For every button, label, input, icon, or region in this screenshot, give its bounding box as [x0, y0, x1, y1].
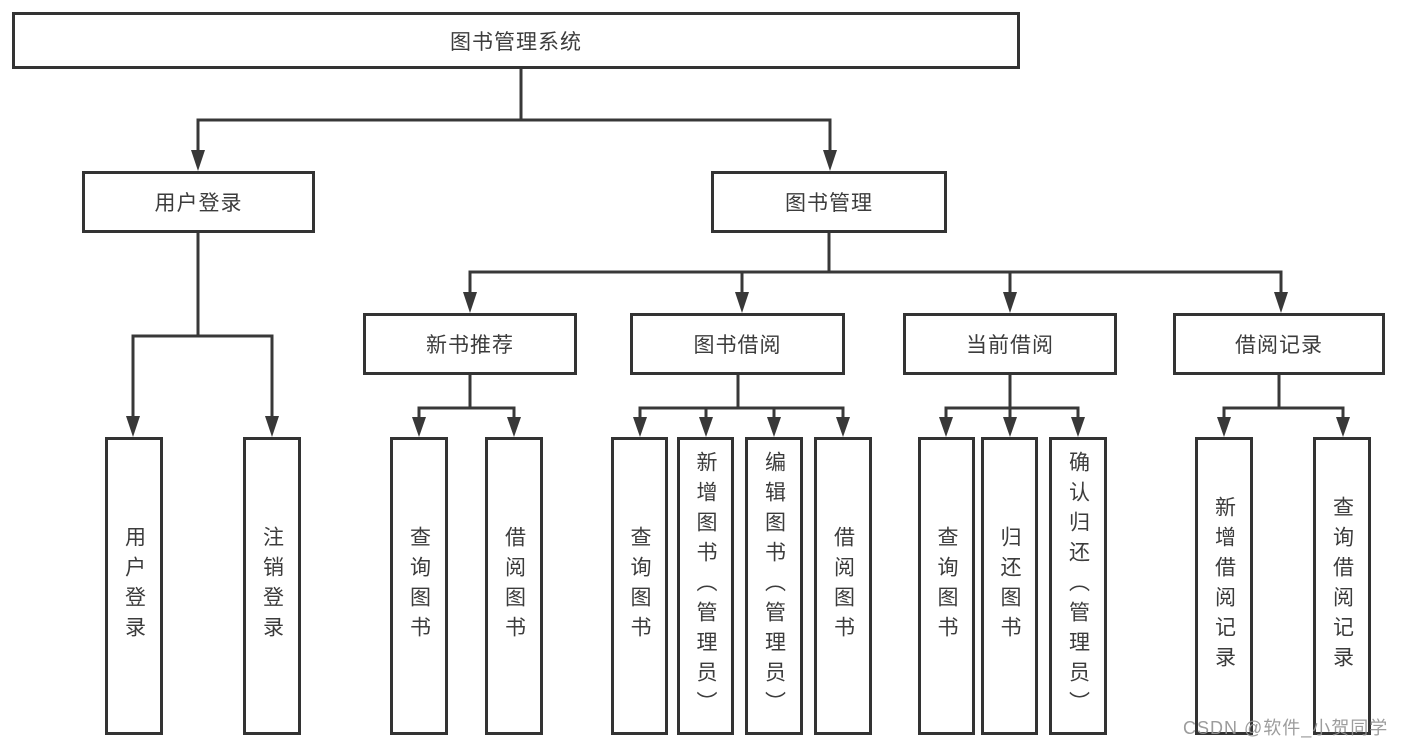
arrow-down-icon — [1071, 417, 1085, 437]
leaf-query-books-current: 查询图书 — [918, 437, 975, 735]
node-label: 借阅图书 — [831, 526, 855, 646]
node-label: 新增图书（管理员） — [694, 451, 717, 721]
arrow-down-icon — [699, 417, 713, 437]
node-borrow-records: 借阅记录 — [1173, 313, 1385, 375]
node-library-management-system: 图书管理系统 — [12, 12, 1020, 69]
node-label: 图书借阅 — [693, 334, 782, 357]
arrow-down-icon — [1274, 292, 1288, 313]
leaf-add-borrow-record: 新增借阅记录 — [1195, 437, 1253, 735]
leaf-query-borrow-record: 查询借阅记录 — [1313, 437, 1371, 735]
leaf-add-books-admin: 新增图书（管理员） — [677, 437, 734, 735]
node-label: 编辑图书（管理员） — [762, 451, 786, 721]
node-label: 用户登录 — [122, 526, 146, 646]
leaf-user-login: 用户登录 — [105, 437, 163, 735]
node-label: 新书推荐 — [426, 334, 514, 357]
arrow-down-icon — [1217, 417, 1231, 437]
node-label: 图书管理 — [785, 192, 873, 215]
node-label: 注销登录 — [260, 526, 284, 646]
arrow-down-icon — [1003, 417, 1017, 437]
arrow-down-icon — [265, 416, 279, 437]
node-label: 借阅图书 — [502, 526, 526, 646]
leaf-logout: 注销登录 — [243, 437, 301, 735]
arrow-down-icon — [1003, 292, 1017, 313]
node-label: 确认归还（管理员） — [1066, 451, 1090, 721]
node-label: 查询图书 — [407, 526, 431, 646]
arrow-down-icon — [191, 150, 205, 171]
connector-root-to-level2 — [191, 67, 837, 171]
leaf-confirm-return-admin: 确认归还（管理员） — [1049, 437, 1107, 735]
arrow-down-icon — [767, 417, 781, 437]
connector-new-books-children — [412, 373, 521, 437]
arrow-down-icon — [823, 150, 837, 171]
arrow-down-icon — [126, 416, 140, 437]
node-new-book-recommend: 新书推荐 — [363, 313, 577, 375]
node-label: 用户登录 — [154, 192, 243, 215]
node-label: 查询借阅记录 — [1330, 496, 1354, 676]
node-label: 新增借阅记录 — [1212, 496, 1236, 676]
arrow-down-icon — [1336, 417, 1350, 437]
leaf-borrow-books: 借阅图书 — [814, 437, 872, 735]
leaf-query-books-recommend: 查询图书 — [390, 437, 448, 735]
connector-user-login-children — [126, 231, 279, 437]
arrow-down-icon — [507, 417, 521, 437]
arrow-down-icon — [412, 417, 426, 437]
node-book-management: 图书管理 — [711, 171, 947, 233]
arrow-down-icon — [633, 417, 647, 437]
connector-current-borrow-children — [939, 373, 1085, 437]
leaf-query-books-borrow: 查询图书 — [611, 437, 668, 735]
connector-book-borrow-children — [633, 373, 850, 437]
leaf-return-books: 归还图书 — [981, 437, 1038, 735]
node-label: 查询图书 — [935, 526, 958, 646]
leaf-borrow-books-recommend: 借阅图书 — [485, 437, 543, 735]
csdn-watermark: CSDN @软件_小贺同学 — [1183, 718, 1389, 738]
node-label: 当前借阅 — [966, 334, 1054, 357]
node-label: 归还图书 — [998, 526, 1021, 646]
arrow-down-icon — [836, 417, 850, 437]
node-label: 查询图书 — [628, 526, 651, 646]
leaf-edit-books-admin: 编辑图书（管理员） — [745, 437, 803, 735]
connector-book-mgmt-to-level3 — [463, 231, 1288, 313]
node-current-borrow: 当前借阅 — [903, 313, 1117, 375]
node-user-login: 用户登录 — [82, 171, 315, 233]
arrow-down-icon — [463, 292, 477, 313]
node-book-borrow: 图书借阅 — [630, 313, 845, 375]
connector-borrow-records-children — [1217, 373, 1350, 437]
node-label: 借阅记录 — [1235, 334, 1323, 357]
arrow-down-icon — [735, 292, 749, 313]
node-label: 图书管理系统 — [450, 30, 582, 54]
arrow-down-icon — [939, 417, 953, 437]
